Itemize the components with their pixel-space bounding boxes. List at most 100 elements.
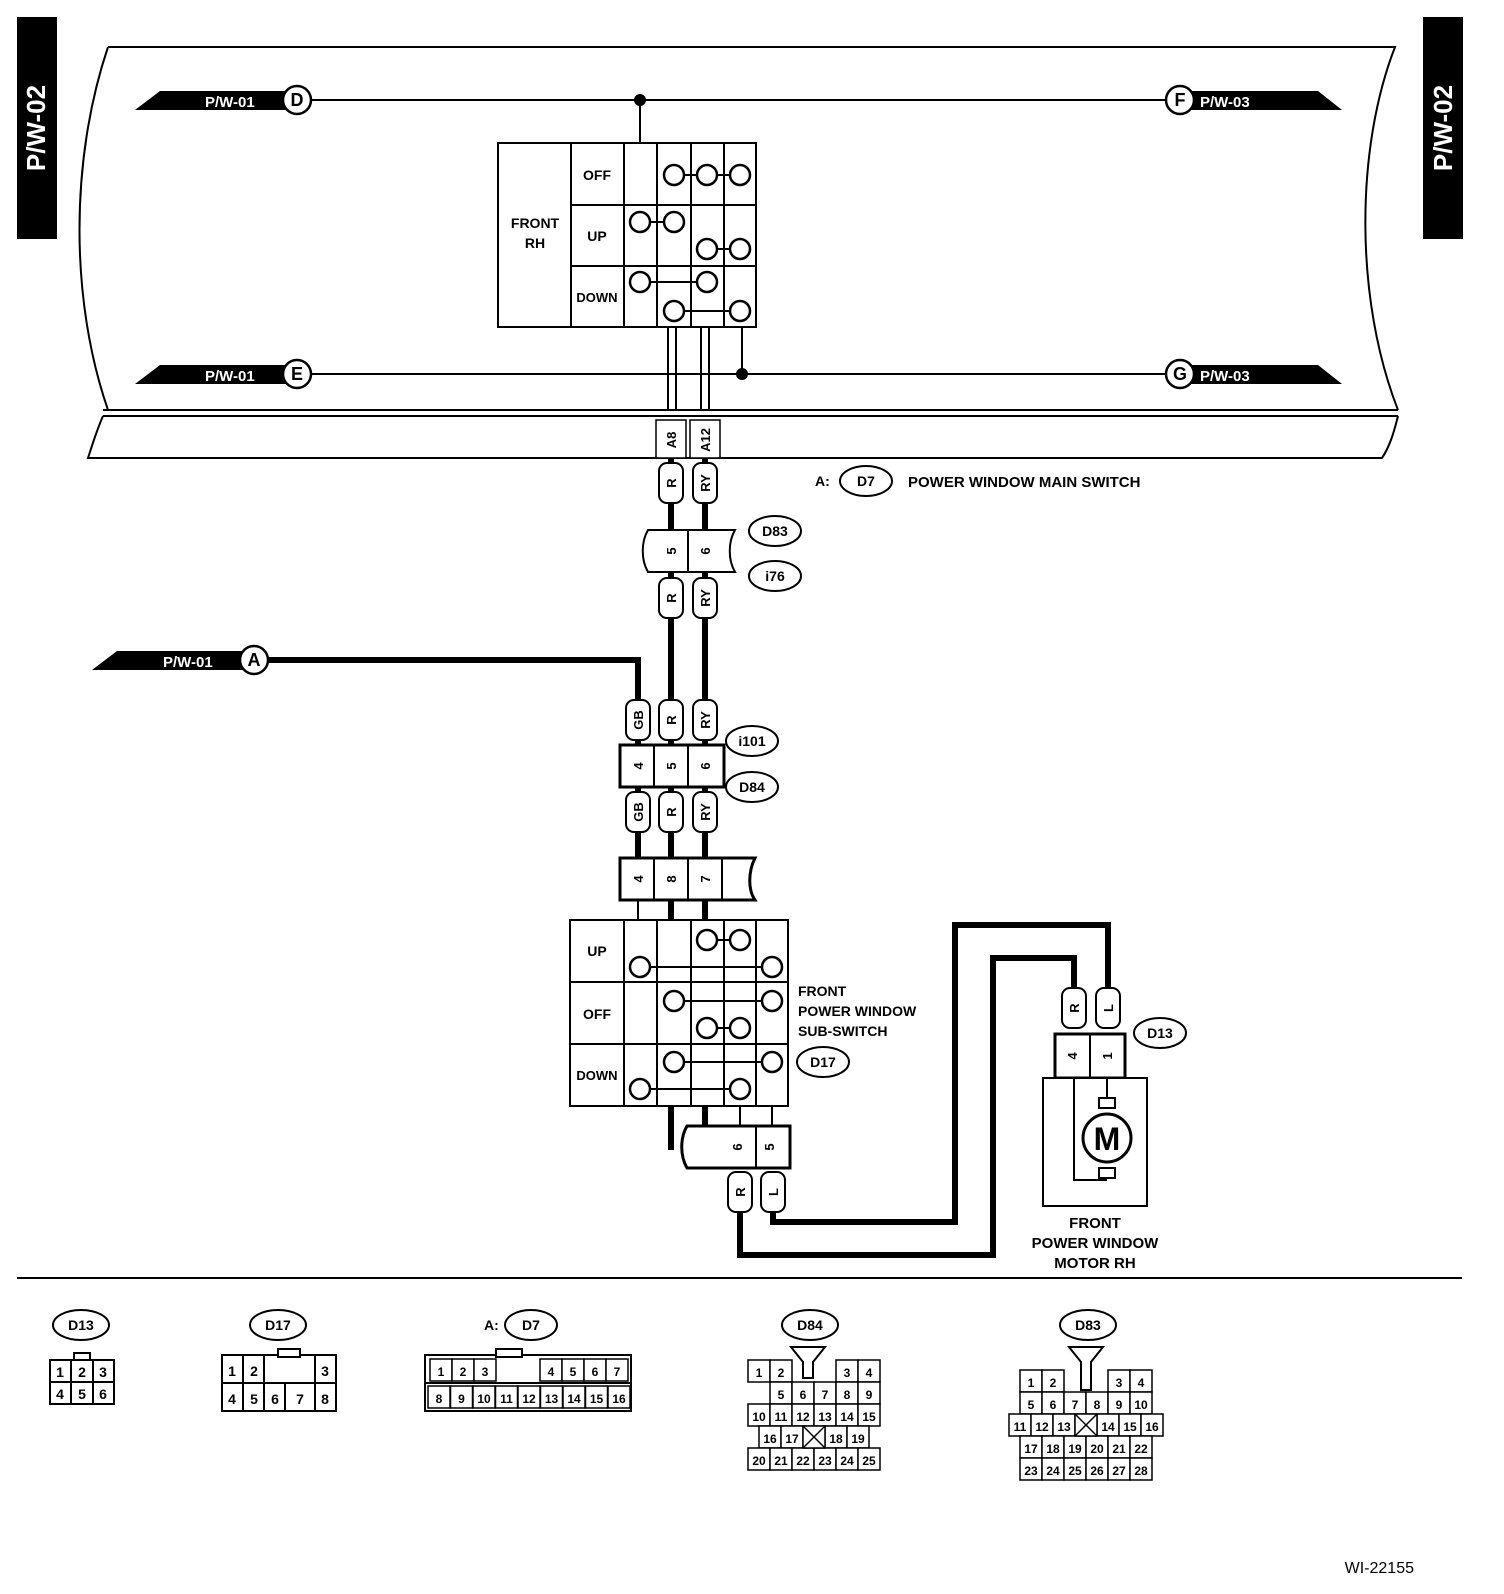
legend-d13-5: 5 [78, 1386, 86, 1402]
motor-connector: 4 1 D13 [1053, 1017, 1187, 1080]
legend-d13-id: D13 [68, 1317, 94, 1333]
wire-ry-2: RY [698, 589, 713, 607]
wire-r-6: R [1067, 1003, 1082, 1013]
sub-switch-label: FRONT POWER WINDOW SUB-SWITCH D17 [796, 983, 917, 1078]
legend-d84-pin-7: 7 [822, 1388, 829, 1402]
motor-label: FRONT POWER WINDOW MOTOR RH [1032, 1215, 1159, 1272]
legend-d13-6: 6 [99, 1386, 107, 1402]
legend-d17-5: 5 [250, 1391, 258, 1407]
legend-d17-7: 7 [296, 1391, 304, 1407]
legend-d7-pin-9: 9 [458, 1392, 465, 1406]
legend-d17-3: 3 [321, 1363, 329, 1379]
sub-switch-table: UP OFF DOWN [569, 919, 789, 1107]
ref-A: P/W-01 A [92, 644, 270, 676]
legend-d83-pin-10: 10 [1134, 1398, 1148, 1412]
legend-d83-pin-25: 25 [1068, 1464, 1082, 1478]
legend-d83-pin-11: 11 [1014, 1420, 1027, 1434]
legend-d83-pin-27: 27 [1112, 1464, 1126, 1478]
legend-d83-pin-18: 18 [1046, 1442, 1060, 1456]
pin-a12: A12 [698, 428, 713, 452]
ref-A-letter: A [248, 650, 261, 670]
ref-A-text: P/W-01 [163, 654, 213, 671]
main-switch-conn-id: D7 [857, 473, 875, 489]
legend-d83-pin-19: 19 [1068, 1442, 1082, 1456]
legend-d7-pin-16: 16 [612, 1392, 626, 1406]
wire-r-4: R [664, 807, 679, 817]
legend-d84-pin-10: 10 [752, 1410, 766, 1424]
legend-d84-blank-stroke [802, 1425, 826, 1449]
sub-switch-bottom-connector: 6 5 [680, 1124, 792, 1170]
legend-d7-pin-2: 2 [460, 1365, 467, 1379]
joint1-conn-a: D83 [762, 523, 788, 539]
ref-E-text: P/W-01 [205, 368, 255, 385]
legend-d84-pin-12: 12 [796, 1410, 810, 1424]
legend-d7-pin-14: 14 [567, 1392, 581, 1406]
legend-d7-prefix: A: [484, 1317, 499, 1333]
legend-d83-pin-9: 9 [1116, 1398, 1123, 1412]
legend-d17-6: 6 [271, 1391, 279, 1407]
legend-d84-pin-14: 14 [840, 1410, 854, 1424]
wire-gb-3: GB [631, 710, 646, 730]
ref-F-text: P/W-03 [1200, 94, 1250, 111]
legend-d83-blank-stroke [1074, 1413, 1098, 1437]
legend-d17-1: 1 [228, 1363, 236, 1379]
legend-d83-pin-16: 16 [1145, 1420, 1159, 1434]
legend-d84-pin-22: 22 [796, 1454, 810, 1468]
sub-label-1: FRONT [798, 983, 847, 999]
legend-d84-pin-5: 5 [778, 1388, 785, 1402]
legend-d83-pin-1: 1 [1028, 1376, 1035, 1390]
legend-d17: D17 1 2 3 4 5 6 7 8 [221, 1309, 337, 1412]
sub-pin-4: 4 [631, 875, 646, 883]
main-switch-row-down: DOWN [576, 290, 617, 305]
main-switch-name-2: RH [525, 235, 545, 251]
ref-F-letter: F [1175, 90, 1186, 110]
ref-E: P/W-01 E [135, 358, 313, 390]
main-switch-conn-prefix: A: [815, 473, 830, 489]
main-switch-row-off: OFF [583, 167, 611, 183]
main-switch-name-1: FRONT [511, 215, 560, 231]
joint2-conn-a: i101 [738, 733, 765, 749]
sub-row-off: OFF [583, 1006, 611, 1022]
wire-ry-1: RY [698, 474, 713, 492]
legend-d83-pin-22: 22 [1134, 1442, 1148, 1456]
legend-d84-pin-21: 21 [774, 1454, 788, 1468]
legend-d83-pin-7: 7 [1072, 1398, 1079, 1412]
legend-d7-pin-13: 13 [545, 1392, 559, 1406]
legend-d7-id: D7 [522, 1317, 540, 1333]
legend-d84-pin-13: 13 [818, 1410, 832, 1424]
legend-d84-pin-19: 19 [851, 1432, 865, 1446]
ref-D-letter: D [291, 90, 304, 110]
legend-d13: D13 1 2 3 4 5 6 [49, 1309, 115, 1405]
page-tag-right-label: P/W-02 [1428, 85, 1458, 171]
legend-d84: D84 [781, 1309, 839, 1379]
legend-d7-pin-12: 12 [522, 1392, 536, 1406]
legend-d84-pin-1: 1 [756, 1366, 763, 1380]
joint1-pin-6: 6 [698, 547, 713, 554]
legend-d84-id: D84 [797, 1317, 823, 1333]
joint2-pin-4: 4 [631, 762, 646, 770]
legend-d7-pin-1: 1 [438, 1365, 445, 1379]
legend-d7-pin-16-cell [607, 1385, 631, 1409]
legend-d83-pin-28-cell [1129, 1457, 1153, 1481]
legend-d83-pin-8: 8 [1094, 1398, 1101, 1412]
legend-d83-pin-20: 20 [1090, 1442, 1104, 1456]
joint2-pin-6: 6 [698, 762, 713, 769]
legend-d7-pin-4: 4 [548, 1365, 555, 1379]
joint1-pin-5: 5 [664, 547, 679, 554]
wire-ry-3: RY [698, 711, 713, 729]
motor-pin-1: 1 [1100, 1052, 1115, 1059]
diagram-code: WI-22155 [1344, 1560, 1414, 1577]
sub-pin-6: 6 [730, 1143, 745, 1150]
wire-r-5: R [733, 1187, 748, 1197]
legend-d17-id: D17 [265, 1317, 291, 1333]
sub-row-down: DOWN [576, 1068, 617, 1083]
legend-d7-pin-7: 7 [614, 1365, 621, 1379]
ref-F: F P/W-03 [1164, 84, 1342, 116]
joint-i101-d84: 4 5 6 i101 D84 [618, 725, 779, 803]
motor-icon [1081, 1112, 1133, 1164]
wire-labels-row4: GB R RY [625, 791, 718, 833]
sub-row-up: UP [587, 943, 606, 959]
legend-d83-pin-4: 4 [1138, 1376, 1145, 1390]
ref-E-letter: E [291, 364, 303, 384]
